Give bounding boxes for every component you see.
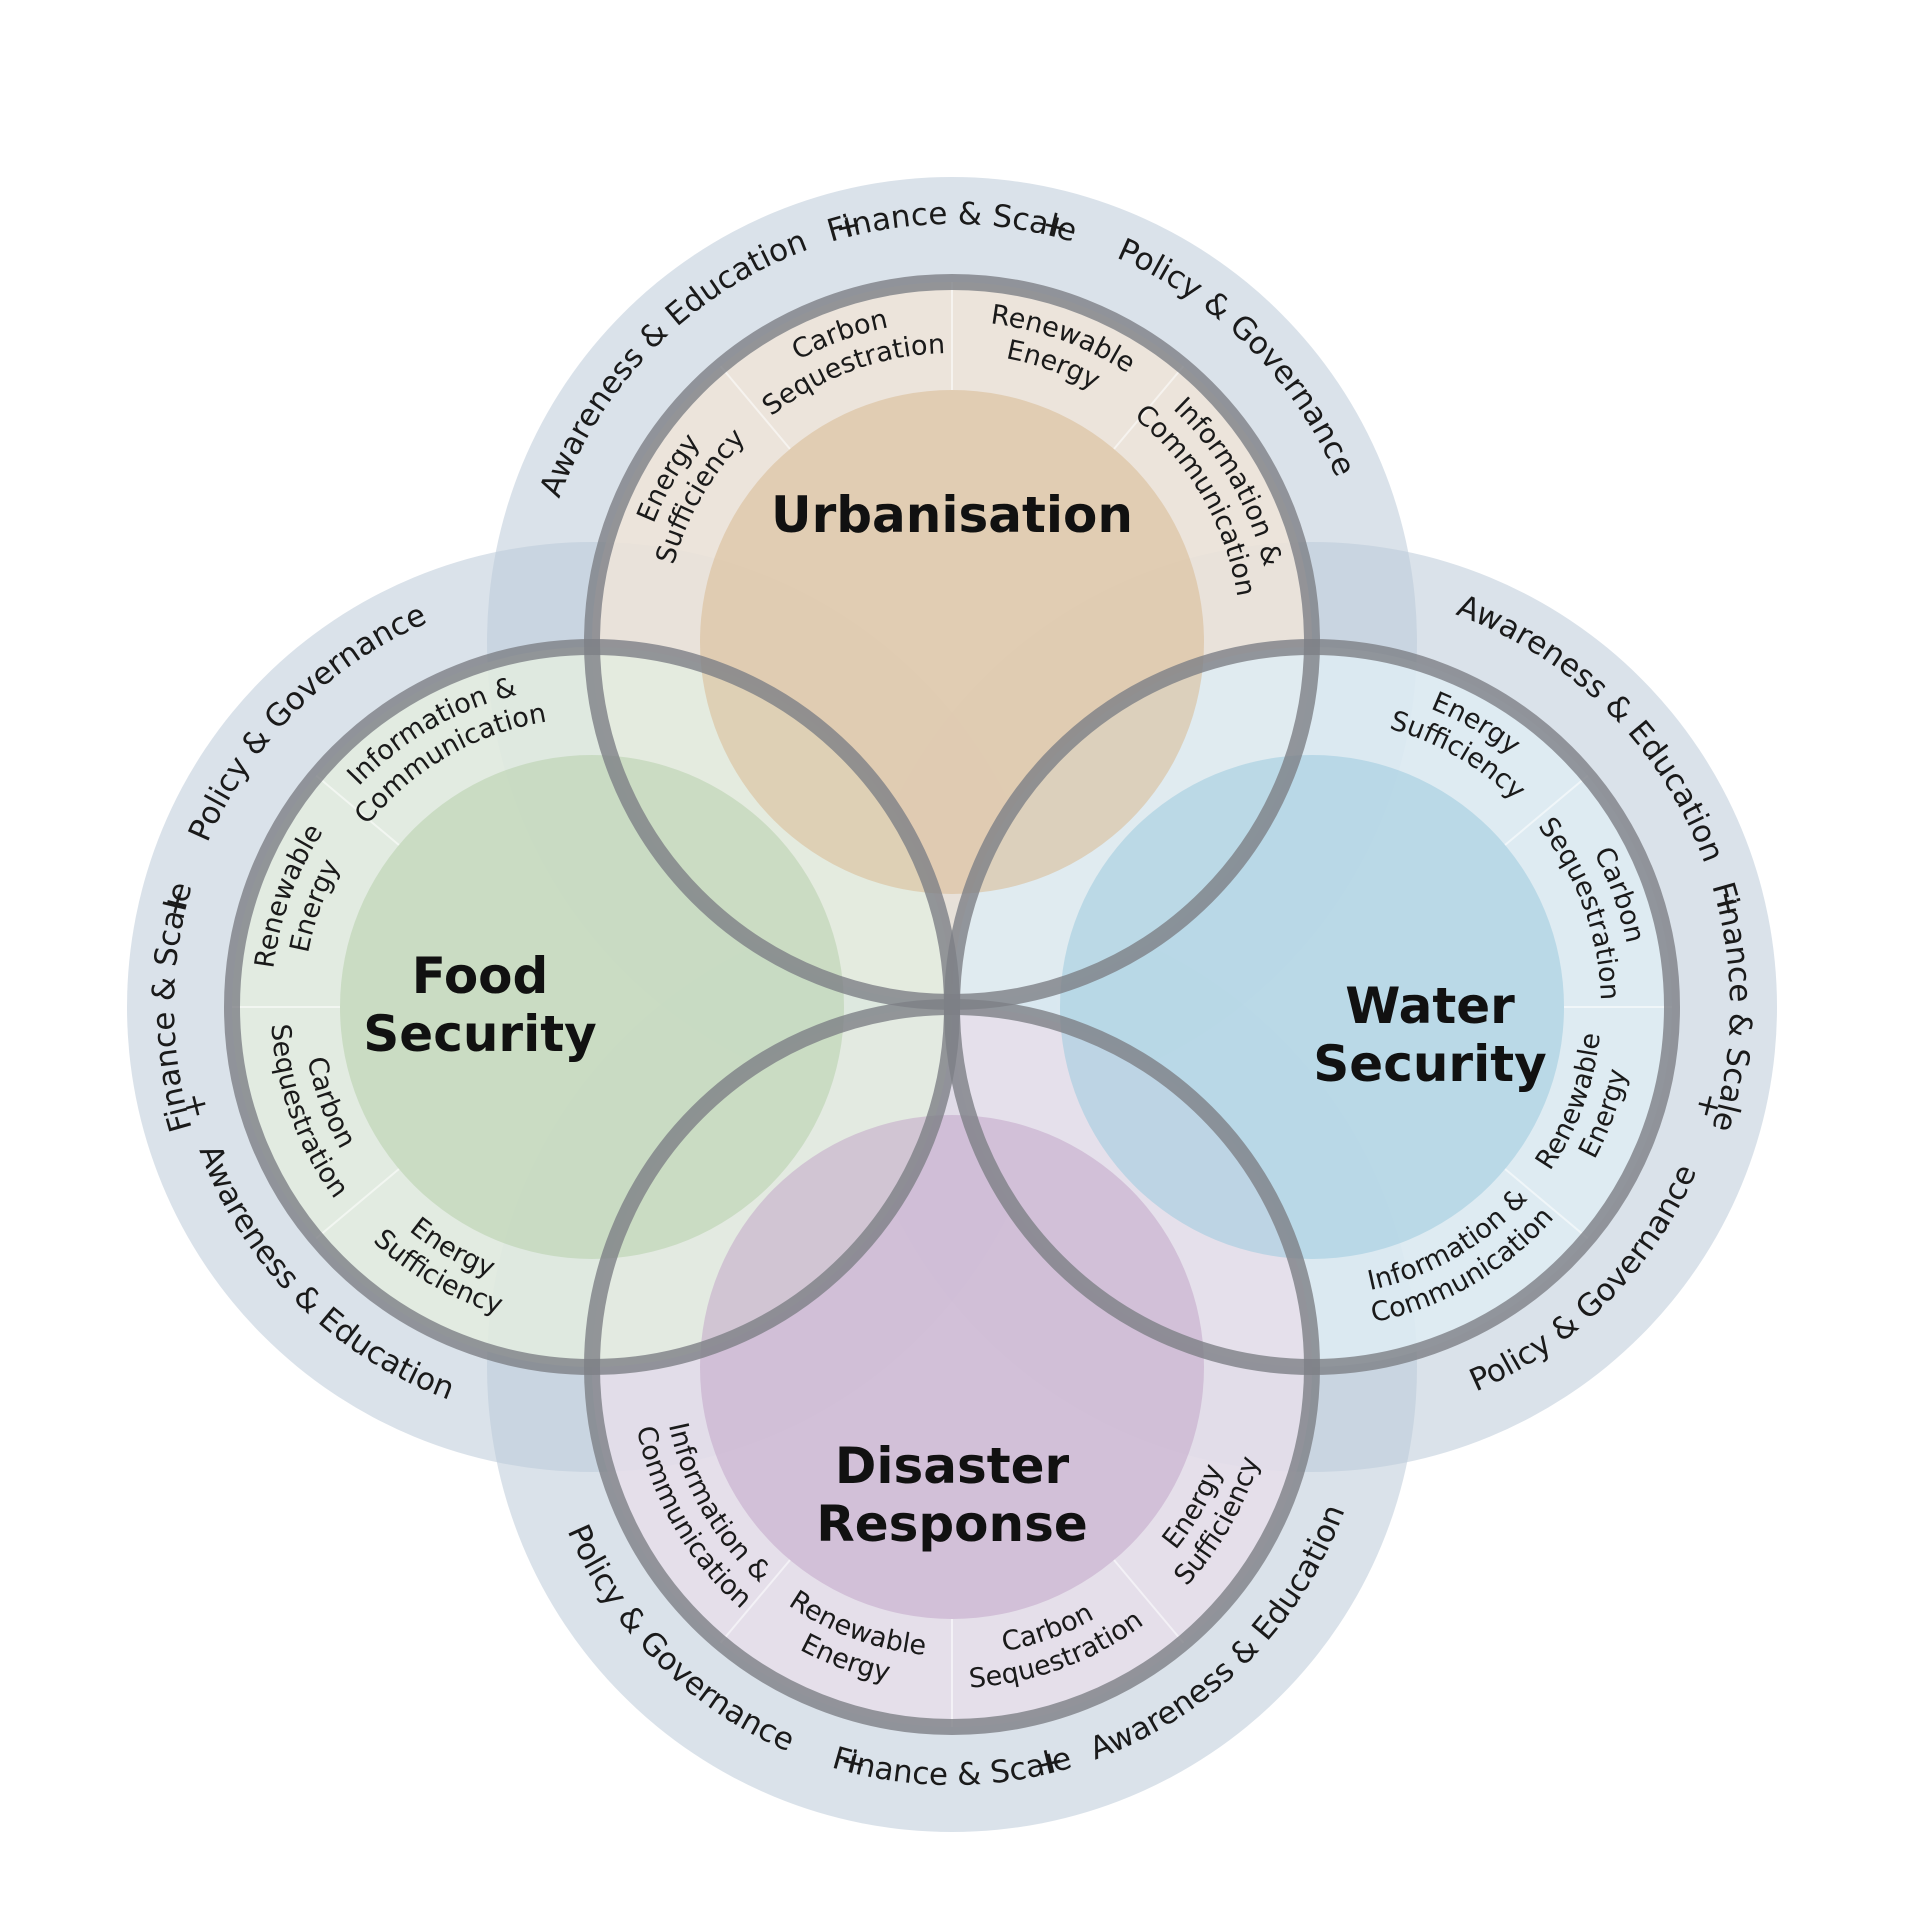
title-line-response: Response — [816, 1495, 1088, 1553]
title-line-security: Security — [363, 1005, 596, 1063]
food-security-ring-stroke — [224, 639, 960, 1375]
disaster-response-enabler-divider — [1113, 1559, 1185, 1644]
disaster-response-core-circle — [700, 1115, 1204, 1619]
water-security-enabler-divider — [1504, 1168, 1589, 1240]
core-circles-layer — [340, 390, 1564, 1619]
water-security-enabler-divider — [1504, 774, 1589, 846]
titles-layer: UrbanisationWaterSecurityDisasterRespons… — [363, 486, 1546, 1553]
urbanisation-enabler-divider — [1113, 365, 1185, 450]
urbanisation-title: Urbanisation — [771, 486, 1133, 544]
food-security-core-circle — [340, 755, 844, 1259]
water-security-core-circle — [1060, 755, 1564, 1259]
dark-rings-layer — [224, 274, 1680, 1735]
title-line-food: Food — [412, 947, 549, 1005]
title-line-water: Water — [1345, 977, 1515, 1035]
title-line-disaster: Disaster — [835, 1437, 1070, 1495]
urbanisation-core-circle — [700, 390, 1204, 894]
food-security-enabler-divider — [315, 1168, 400, 1240]
enabler-dividers-layer — [232, 282, 1672, 1727]
title-line-urbanisation: Urbanisation — [771, 486, 1133, 544]
urbanisation-enabler-divider — [719, 365, 791, 450]
title-line-security: Security — [1313, 1035, 1546, 1093]
food-security-enabler-divider — [315, 774, 400, 846]
disaster-response-enabler-divider — [719, 1559, 791, 1644]
